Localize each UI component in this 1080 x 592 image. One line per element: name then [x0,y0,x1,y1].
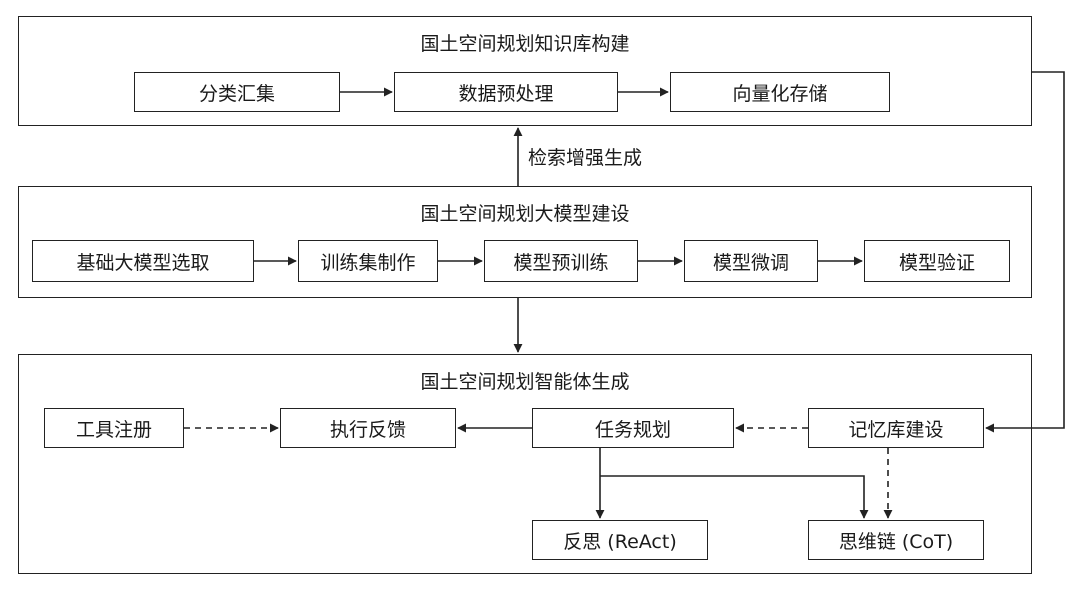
node-cot: 思维链 (CoT) [808,520,984,560]
node-classify: 分类汇集 [134,72,340,112]
node-finetune: 模型微调 [684,240,818,282]
edge-kb-to-memory [985,71,1065,433]
node-vector-store: 向量化存储 [670,72,890,112]
node-exec-feedback: 执行反馈 [280,408,456,448]
group-title-knowledge-base: 国土空间规划知识库构建 [420,33,630,55]
node-reflect: 反思 (ReAct) [532,520,708,560]
node-base-model-select: 基础大模型选取 [32,240,254,282]
node-task-plan: 任务规划 [532,408,734,448]
edge-task-to-cot [600,475,869,519]
node-tool-register: 工具注册 [44,408,184,448]
group-title-model-building: 国土空间规划大模型建设 [420,203,630,225]
node-memory-build: 记忆库建设 [808,408,984,448]
group-title-agent-generation: 国土空间规划智能体生成 [420,371,630,393]
node-validate: 模型验证 [864,240,1010,282]
node-pretrain: 模型预训练 [484,240,638,282]
edge-label-rag: 检索增强生成 [528,147,643,169]
node-preprocess: 数据预处理 [394,72,618,112]
node-training-set: 训练集制作 [298,240,438,282]
